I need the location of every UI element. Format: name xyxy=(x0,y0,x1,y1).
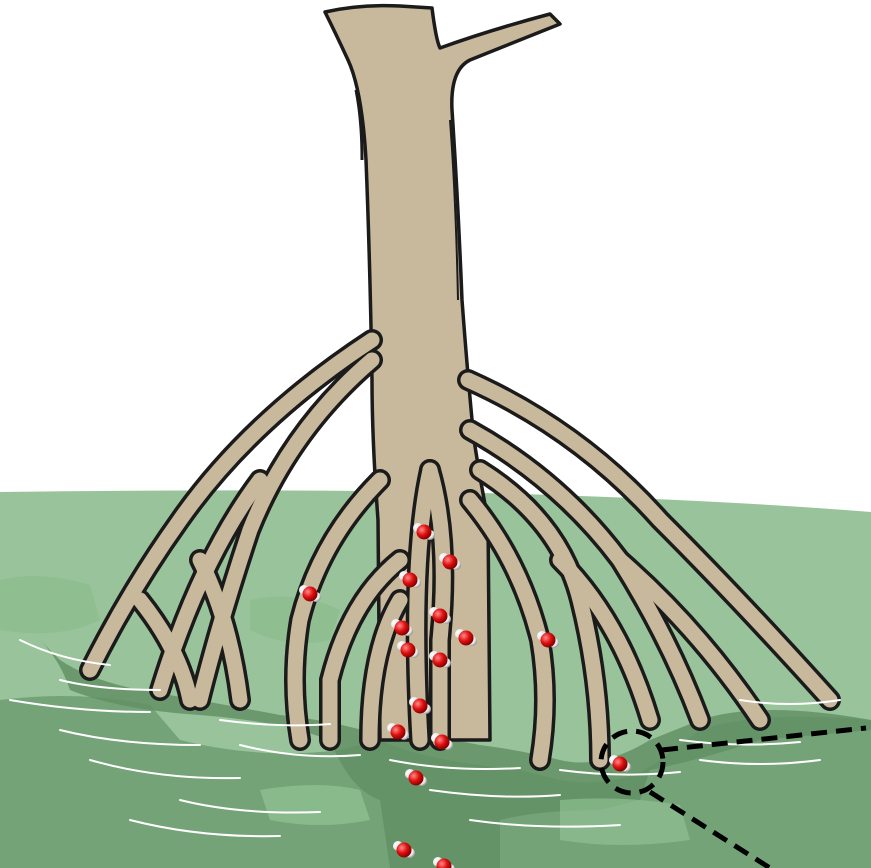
mangrove-water-uptake-diagram xyxy=(0,0,871,868)
